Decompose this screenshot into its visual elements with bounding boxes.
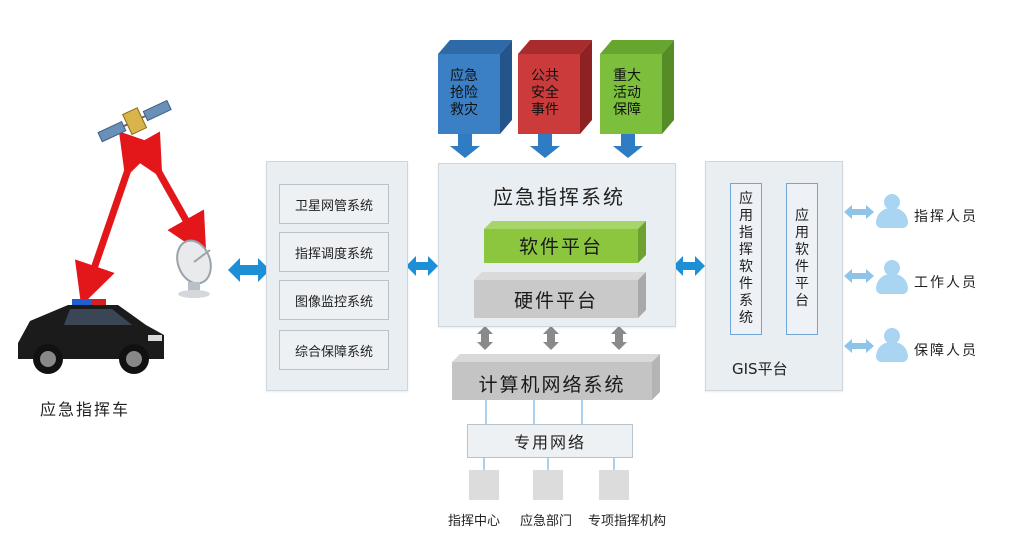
private-network-box[interactable]: 专用网络: [467, 424, 633, 458]
left-system-panel: 卫星网管系统 指挥调度系统 图像监控系统 综合保障系统: [266, 161, 408, 391]
satellite-nms-box[interactable]: 卫星网管系统: [279, 184, 389, 224]
dispatch-box[interactable]: 指挥调度系统: [279, 232, 389, 272]
cube-major-event[interactable]: [596, 36, 680, 136]
software-platform[interactable]: 软件平台: [518, 236, 603, 258]
network-system[interactable]: 计算机网络系统: [478, 374, 626, 396]
gray-arrows: [477, 326, 627, 350]
app-command-software[interactable]: 应用指挥软件系统: [730, 183, 762, 335]
endpoint-emergency-dept-square: [533, 470, 563, 500]
video-monitor-box[interactable]: 图像监控系统: [279, 280, 389, 320]
person-icon: [876, 194, 908, 230]
command-vehicle-icon: [18, 299, 164, 374]
person-icon: [876, 328, 908, 364]
gis-platform-label: GIS平台: [732, 360, 788, 378]
hardware-platform[interactable]: 硬件平台: [513, 290, 598, 312]
satellite-dish-link: [123, 131, 207, 257]
blue-arrow-dish-left: [228, 258, 270, 282]
endpoint-command-center-square: [469, 470, 499, 500]
blue-arrow-center-right: [673, 256, 705, 276]
cube-rescue-label: 应急抢险救灾: [450, 68, 478, 118]
endpoint-special-agency-square: [599, 470, 629, 500]
satellite-vehicle-link: [74, 131, 159, 306]
blue-arrow-left-center: [406, 256, 438, 276]
satellite-dish-icon: [176, 239, 212, 298]
command-system-title: 应急指挥系统: [493, 185, 625, 209]
cube-public-safety-label: 公共安全事件: [531, 68, 559, 118]
endpoint-command-center[interactable]: 指挥中心: [448, 514, 501, 529]
person-commander[interactable]: 指挥人员: [914, 209, 978, 225]
app-software-platform[interactable]: 应用软件平台: [786, 183, 818, 335]
person-support[interactable]: 保障人员: [914, 343, 978, 359]
network-lines: [483, 400, 615, 470]
software-platform-shape: [484, 221, 646, 263]
satellite-icon: [97, 99, 172, 143]
endpoint-special-agency[interactable]: 专项指挥机构: [588, 514, 667, 529]
cube-major-event-label: 重大活动保障: [613, 68, 641, 118]
app-command-software-label: 应用指挥软件系统: [739, 191, 753, 326]
network-system-shape: [452, 354, 660, 400]
cube-rescue[interactable]: [434, 36, 518, 136]
cube-down-arrows: [450, 134, 643, 158]
vehicle-label: 应急指挥车: [40, 400, 131, 419]
people-arrows: [844, 205, 874, 353]
gis-panel: [705, 161, 843, 391]
person-icon: [876, 260, 908, 296]
endpoint-emergency-dept[interactable]: 应急部门: [520, 514, 573, 529]
app-software-platform-label: 应用软件平台: [795, 208, 809, 309]
person-worker[interactable]: 工作人员: [914, 275, 978, 291]
support-box[interactable]: 综合保障系统: [279, 330, 389, 370]
hardware-platform-shape: [474, 272, 646, 318]
cube-public-safety[interactable]: [514, 36, 598, 136]
